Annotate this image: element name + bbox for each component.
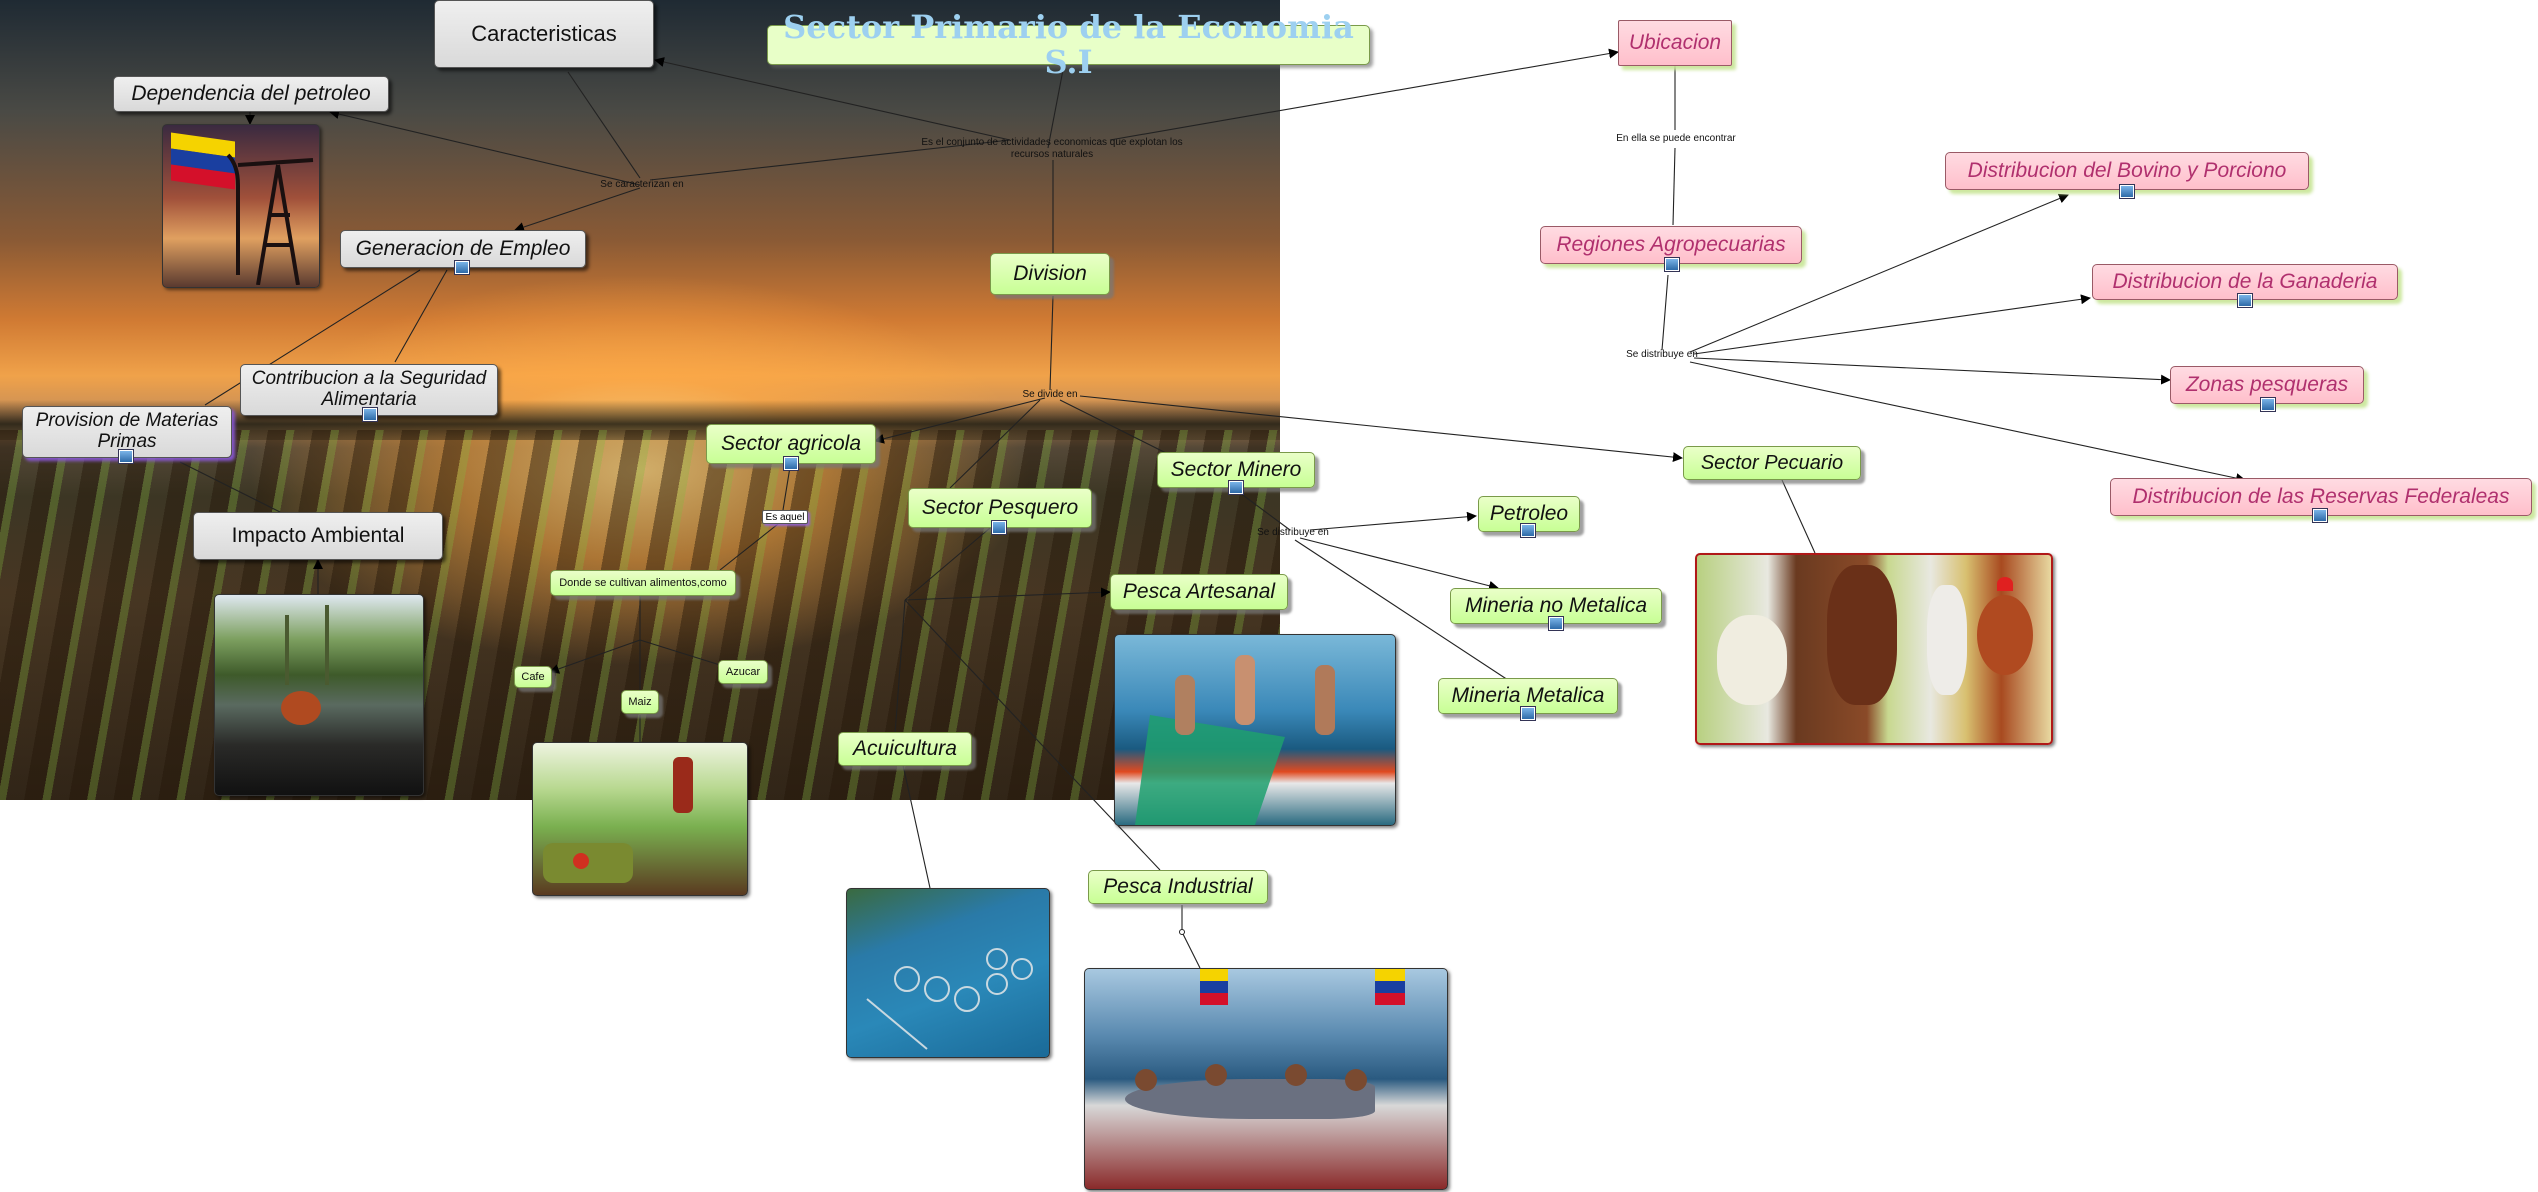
link-distribuye-metalica (1294, 539, 1509, 681)
industrial-fishing-image[interactable] (1084, 968, 1448, 1190)
link-divide-minero (1059, 399, 1181, 461)
link-distribuye-ganaderia (1693, 294, 2091, 355)
link-fork-acuicultura (894, 599, 906, 735)
link-divide-pesquero (949, 399, 1041, 489)
link-agricola-esaquel (782, 466, 791, 511)
link-label-divide[interactable]: Se divide en (1022, 389, 1078, 400)
link-division-divide (1049, 295, 1054, 391)
fish-cages-icon (866, 948, 1033, 1050)
concept-pesca-artesanal[interactable]: Pesca Artesanal (1110, 574, 1288, 610)
fork-dot-industrial (1179, 929, 1185, 935)
concept-seguridad-alimentaria[interactable]: Contribucion a la Seguridad Alimentaria (240, 364, 498, 416)
resource-icon[interactable] (2119, 184, 2135, 199)
link-fork-cafe (549, 639, 641, 674)
link-encontrar-regiones (1672, 147, 1676, 226)
link-distribuye-reservas (1689, 361, 2246, 484)
link-fork-azucar (639, 639, 721, 666)
link-esaquel-cultivan (719, 523, 779, 571)
resource-icon[interactable] (1664, 257, 1680, 272)
link-label-conjunto[interactable]: Es el conjunto de actividades economicas… (921, 137, 1183, 160)
concept-division[interactable]: Division (990, 253, 1110, 295)
resource-icon[interactable] (454, 260, 470, 275)
concept-dependencia-petroleo[interactable]: Dependencia del petroleo (113, 76, 389, 112)
link-title-conjunto (1047, 69, 1064, 149)
link-distribuye-petroleo (1309, 511, 1477, 531)
link-conjunto-caracterizan (649, 139, 1011, 181)
resource-icon[interactable] (991, 520, 1007, 535)
link-divide-agricola (874, 397, 1046, 444)
farm-animals-image[interactable] (1695, 553, 2053, 745)
concept-mineria-metalica[interactable]: Mineria Metalica (1438, 678, 1618, 714)
concept-cafe[interactable]: Cafe (514, 666, 552, 688)
link-industrial-photo2 (1181, 931, 1201, 969)
link-materias-impacto (179, 461, 281, 513)
concept-zonas-pesqueras[interactable]: Zonas pesqueras (2170, 366, 2364, 404)
resource-icon[interactable] (783, 456, 799, 471)
fishermen-net-image[interactable] (1114, 634, 1396, 826)
link-caracterizan-dependencia (329, 109, 641, 186)
concept-acuicultura[interactable]: Acuicultura (838, 732, 972, 766)
oil-pump-icon (226, 153, 314, 285)
link-distribuye-zonas (1693, 357, 2171, 385)
concept-petroleo[interactable]: Petroleo (1478, 496, 1580, 532)
concept-sector-pecuario[interactable]: Sector Pecuario (1683, 446, 1861, 480)
resource-icon[interactable] (1228, 480, 1244, 495)
concept-caracteristicas[interactable]: Caracteristicas (434, 0, 654, 68)
link-label-distribuye-regiones[interactable]: Se distribuye en (1626, 349, 1698, 360)
link-empleo-seguridad (394, 269, 448, 363)
link-divide-pecuario (1079, 395, 1683, 463)
concept-maiz[interactable]: Maiz (621, 690, 659, 714)
link-pesquero-fork (904, 527, 991, 601)
link-label-encontrar[interactable]: En ella se puede encontrar (1616, 133, 1736, 144)
link-caracterizan-empleo (514, 187, 641, 232)
link-conjunto-ubicacion (1109, 48, 1619, 141)
concept-sector-pesquero[interactable]: Sector Pesquero (908, 488, 1092, 528)
resource-icon[interactable] (1548, 616, 1564, 631)
link-pecuario-animals (1781, 479, 1816, 554)
concept-azucar[interactable]: Azucar (718, 660, 768, 684)
concept-cultivan-alimentos[interactable]: Donde se cultivan alimentos,como (550, 570, 736, 596)
fish-farm-image[interactable] (846, 888, 1050, 1058)
oil-pump-flag-image[interactable] (162, 124, 320, 288)
resource-icon[interactable] (2237, 293, 2253, 308)
concept-pesca-industrial[interactable]: Pesca Industrial (1088, 870, 1268, 904)
resource-icon[interactable] (1520, 706, 1536, 721)
resource-icon[interactable] (2312, 508, 2328, 523)
link-regiones-distribuye (1661, 274, 1669, 351)
resource-icon[interactable] (1520, 523, 1536, 538)
link-caracteristicas-caracterizan (567, 71, 641, 179)
farmer-vegetables-image[interactable] (532, 742, 748, 896)
resource-icon[interactable] (362, 407, 378, 422)
link-fork-artesanal (904, 587, 1111, 601)
concept-es-aquel[interactable]: Es aquel (762, 510, 808, 524)
resource-icon[interactable] (2260, 397, 2276, 412)
link-distribuye-nometalica (1299, 537, 1499, 591)
concept-generacion-empleo[interactable]: Generacion de Empleo (340, 230, 586, 268)
map-title[interactable]: Sector Primario de la Economia S.I (767, 9, 1370, 80)
concept-ubicacion[interactable]: Ubicacion (1618, 20, 1732, 66)
oil-spill-image[interactable] (214, 594, 424, 796)
concept-regiones-agropecuarias[interactable]: Regiones Agropecuarias (1540, 226, 1802, 264)
link-conjunto-caracteristicas (654, 57, 1011, 141)
link-acuicultura-fishfarm (902, 764, 931, 889)
link-minero-distribuye (1235, 489, 1291, 531)
concept-impacto-ambiental[interactable]: Impacto Ambiental (193, 512, 443, 560)
link-label-distribuye-minero[interactable]: Se distribuye en (1257, 527, 1329, 538)
link-label-caracterizan[interactable]: Se caracterizan en (600, 179, 684, 190)
concept-materias-primas[interactable]: Provision de Materias Primas (22, 406, 232, 458)
link-distribuye-bovino (1689, 193, 2069, 353)
resource-icon[interactable] (118, 449, 134, 464)
